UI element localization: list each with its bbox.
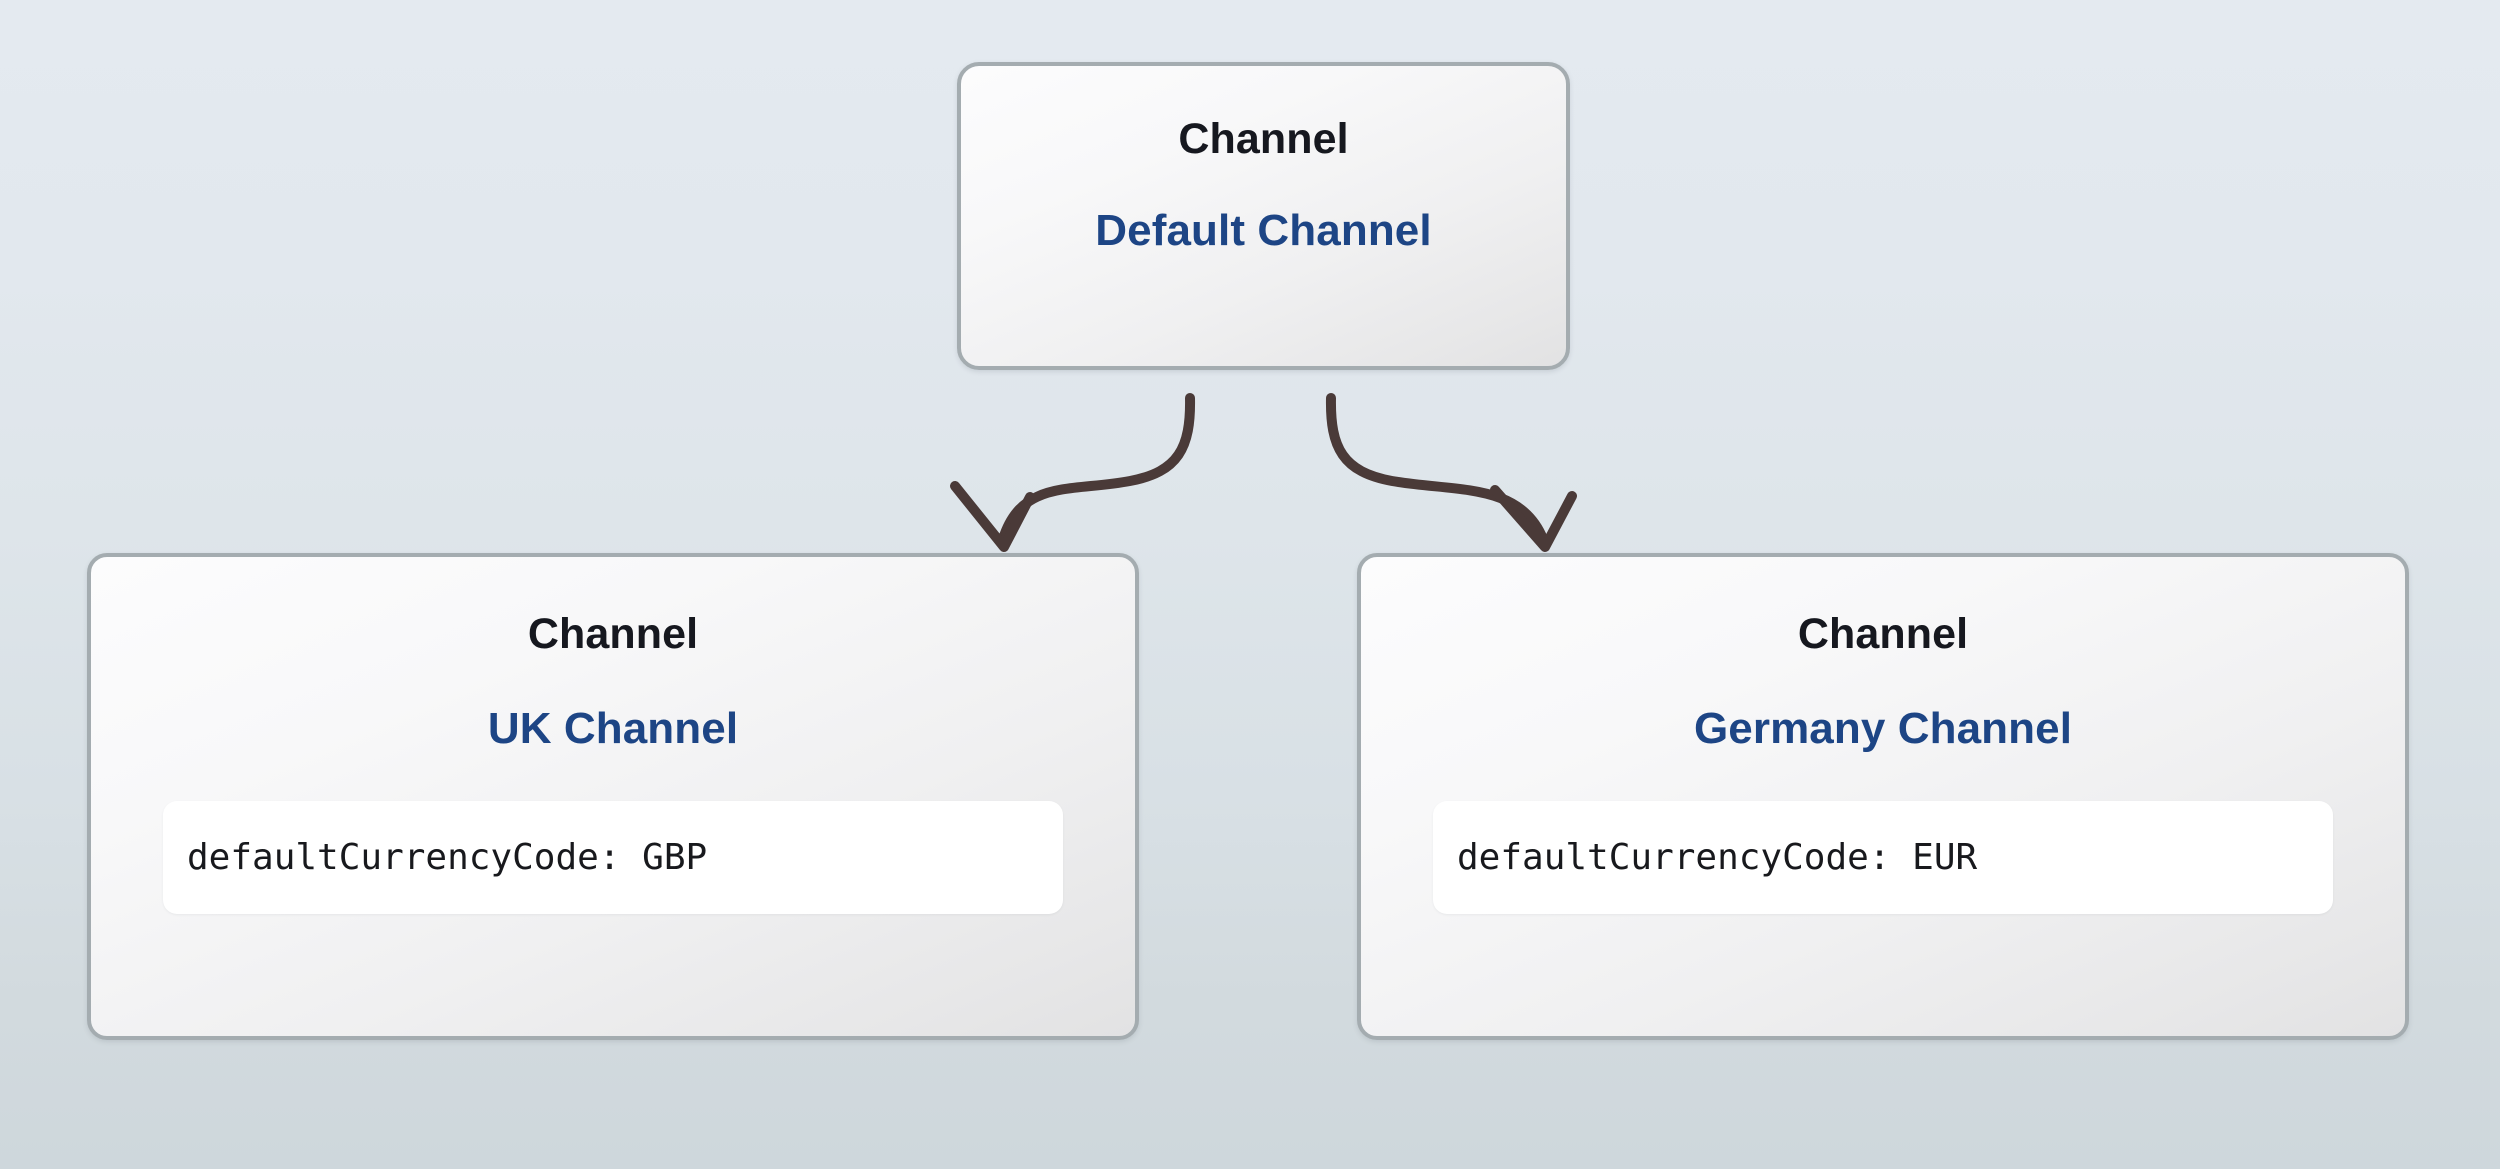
node-property-box: defaultCurrencyCode: GBP xyxy=(163,801,1063,914)
edge-root-to-germany xyxy=(1325,393,1548,544)
edge-root-to-germany-arrowhead xyxy=(1490,485,1577,552)
node-uk-channel[interactable]: Channel UK Channel defaultCurrencyCode: … xyxy=(87,553,1139,1040)
node-type-label: Channel xyxy=(1178,115,1349,163)
node-type-label: Channel xyxy=(527,610,699,658)
edge-root-to-uk-arrowhead xyxy=(950,481,1035,552)
node-default-channel[interactable]: Channel Default Channel xyxy=(957,62,1570,370)
node-type-label: Channel xyxy=(1797,610,1969,658)
edge-root-to-uk xyxy=(998,393,1196,544)
node-property-text: defaultCurrencyCode: EUR xyxy=(1457,837,1978,878)
node-name-label: UK Channel xyxy=(487,704,739,753)
node-name-label: Default Channel xyxy=(1095,206,1432,255)
node-property-box: defaultCurrencyCode: EUR xyxy=(1433,801,2333,914)
node-germany-channel[interactable]: Channel Germany Channel defaultCurrencyC… xyxy=(1357,553,2409,1040)
node-property-text: defaultCurrencyCode: GBP xyxy=(187,837,708,878)
node-name-label: Germany Channel xyxy=(1693,704,2073,753)
